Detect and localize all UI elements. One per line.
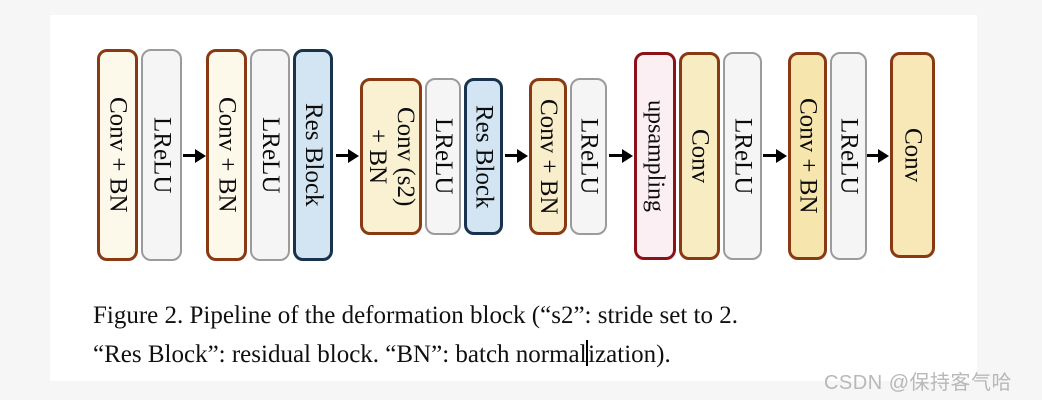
block-conv-1: Conv xyxy=(679,52,720,260)
block-conv-bn-2: Conv + BN xyxy=(206,49,247,261)
block-conv-2: Conv xyxy=(890,52,935,258)
block-upsampling: upsampling xyxy=(634,52,676,260)
block-lrelu-6: LReLU xyxy=(830,52,867,260)
csdn-watermark: CSDN @保持客气哈 xyxy=(823,372,1012,394)
arrow-right-icon xyxy=(183,148,206,163)
arrow-right-icon xyxy=(609,148,633,163)
block-conv-s2-bn: Conv (s2) + BN xyxy=(360,78,422,235)
text-cursor-caret xyxy=(585,340,589,366)
block-conv-bn-4: Conv + BN xyxy=(788,52,827,260)
arrow-right-icon xyxy=(505,148,528,163)
block-res-1: Res Block xyxy=(293,49,333,261)
block-lrelu-4: LReLU xyxy=(570,78,607,235)
figure-caption-line1: Figure 2. Pipeline of the deformation bl… xyxy=(93,302,738,329)
figure-caption-line2-before: “Res Block”: residual block. “BN”: batch… xyxy=(93,341,587,368)
arrow-right-icon xyxy=(336,148,359,163)
arrow-right-icon xyxy=(763,148,787,163)
block-lrelu-1: LReLU xyxy=(141,49,182,261)
block-lrelu-5: LReLU xyxy=(723,52,762,260)
block-lrelu-3: LReLU xyxy=(425,78,461,235)
figure-caption-line2-after: ization). xyxy=(588,341,671,368)
figure-caption: Figure 2. Pipeline of the deformation bl… xyxy=(93,296,893,374)
figure-caption-line2: “Res Block”: residual block. “BN”: batch… xyxy=(93,335,893,374)
block-conv-bn-3: Conv + BN xyxy=(529,78,567,235)
block-res-2: Res Block xyxy=(464,78,503,235)
block-lrelu-2: LReLU xyxy=(250,49,290,261)
arrow-right-icon xyxy=(867,148,889,163)
block-conv-bn-1: Conv + BN xyxy=(97,49,138,261)
